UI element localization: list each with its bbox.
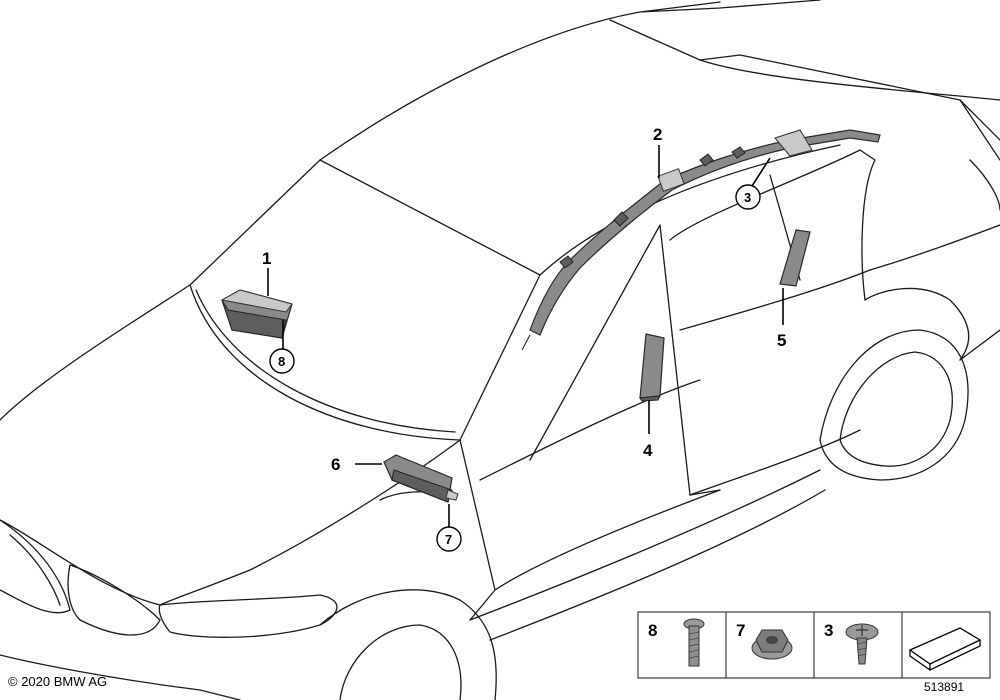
callout-3: 3 <box>744 190 751 205</box>
copyright-text: © 2020 BMW AG <box>8 674 108 689</box>
leader-lines <box>267 145 784 528</box>
callout-4: 4 <box>643 441 653 460</box>
callout-7: 7 <box>445 532 452 547</box>
legend-number-7: 7 <box>736 621 745 640</box>
legend-number-3: 3 <box>824 621 833 640</box>
hardware-legend: 8 7 3 <box>637 611 991 679</box>
front-side-airbag <box>639 333 665 402</box>
callouts: 1 2 4 5 6 8 3 7 <box>262 125 786 552</box>
nut-icon <box>751 629 793 660</box>
passenger-airbag-module <box>220 289 293 339</box>
bolt-icon <box>683 618 705 667</box>
callout-8: 8 <box>278 354 285 369</box>
screw-icon <box>845 623 879 665</box>
diagram-code: 513891 <box>924 680 965 694</box>
shim-icon <box>908 627 982 672</box>
callout-5: 5 <box>777 331 786 350</box>
legend-number-8: 8 <box>648 621 657 640</box>
curtain-airbag <box>521 129 881 351</box>
callout-2: 2 <box>653 125 662 144</box>
knee-airbag <box>383 454 459 503</box>
rear-side-airbag <box>779 229 811 287</box>
callout-1: 1 <box>262 249 271 268</box>
callout-6: 6 <box>331 455 340 474</box>
